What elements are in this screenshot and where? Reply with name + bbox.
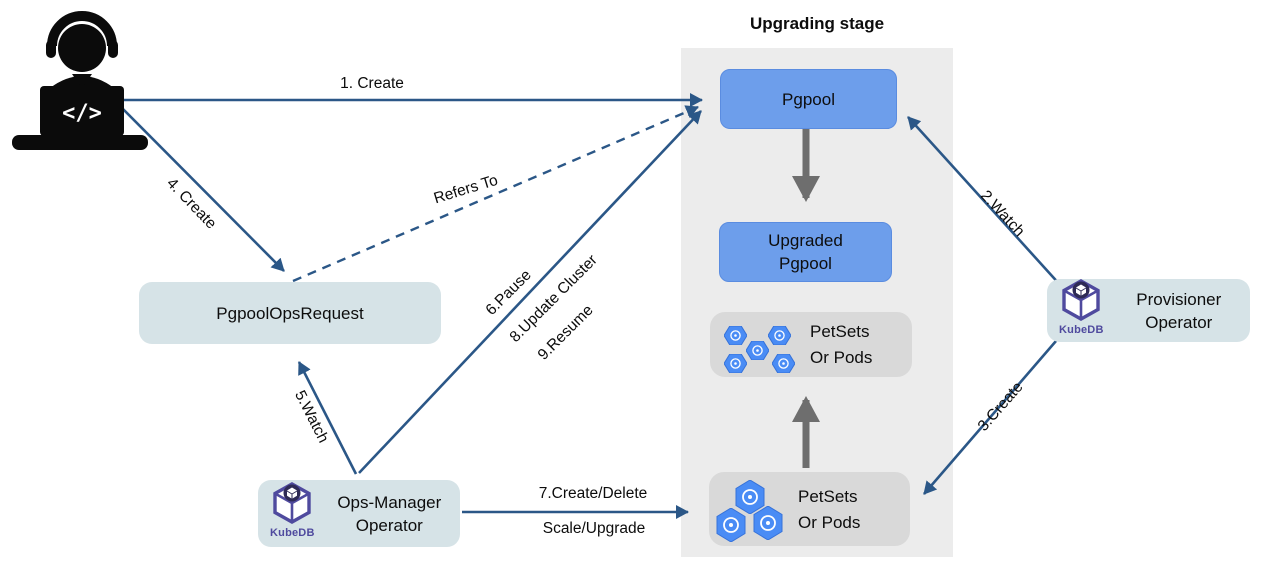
ops-manager-line2: Operator [355, 515, 423, 535]
petsets-pods-upper-box: PetSets Or Pods [710, 312, 912, 377]
pgpool-ops-request-box: PgpoolOpsRequest [139, 282, 441, 344]
petsets-pods-lower-box: PetSets Or Pods [709, 472, 910, 546]
arrow-refers-to [292, 105, 699, 283]
petsets-lower-line2: Or Pods [798, 513, 861, 532]
edge-label-5-watch: 5.Watch [291, 387, 332, 446]
pod-icon [753, 506, 783, 540]
edge-label-2-watch: 2.Watch [976, 187, 1028, 241]
upgraded-pgpool-line2: Pgpool [779, 254, 832, 273]
pod-icon [724, 326, 747, 345]
provisioner-line2: Operator [1145, 312, 1213, 332]
upgraded-pgpool-box: Upgraded Pgpool [719, 222, 892, 282]
edge-label-7-create-delete: 7.Create/Delete [538, 485, 648, 502]
edge-label-7-scale-upgrade: Scale/Upgrade [542, 520, 646, 537]
edge-label-3-create: 3.Create [974, 378, 1027, 435]
kubedb-cube-icon [273, 482, 311, 524]
pod-icon [768, 326, 791, 345]
developer-user-icon: </> [12, 11, 148, 150]
petsets-upper-label: PetSets Or Pods [810, 319, 872, 371]
upgraded-pgpool-label: Upgraded Pgpool [768, 229, 843, 275]
svg-text:</>: </> [62, 101, 102, 126]
edge-label-1-create: 1. Create [340, 75, 404, 92]
pgpool-ops-request-label: PgpoolOpsRequest [216, 303, 364, 323]
petsets-lower-line1: PetSets [798, 487, 858, 506]
pod-icon [735, 480, 765, 514]
petsets-lower-label: PetSets Or Pods [798, 484, 860, 536]
edge-label-refers-to: Refers To [431, 171, 500, 208]
provisioner-operator-box: KubeDB Provisioner Operator [1047, 279, 1250, 342]
pod-icon [716, 508, 746, 542]
kubedb-logo: KubeDB [1059, 279, 1104, 342]
provisioner-operator-label: Provisioner Operator [1108, 288, 1250, 334]
edge-label-4-create: 4. Create [163, 174, 220, 233]
pgpool-box: Pgpool [720, 69, 897, 129]
kubedb-wordmark: KubeDB [1059, 324, 1104, 336]
kubedb-logo: KubeDB [270, 482, 315, 545]
pod-icon [724, 354, 747, 373]
ops-manager-operator-label: Ops-Manager Operator [319, 491, 460, 537]
petsets-upper-line2: Or Pods [810, 348, 873, 367]
kubedb-wordmark: KubeDB [270, 527, 315, 539]
upgraded-pgpool-line1: Upgraded [768, 231, 843, 250]
upgrading-stage-title: Upgrading stage [749, 14, 885, 33]
petsets-upper-line1: PetSets [810, 322, 870, 341]
provisioner-line1: Provisioner [1136, 289, 1222, 309]
pod-icon [772, 354, 795, 373]
ops-manager-line1: Ops-Manager [337, 492, 442, 512]
pgpool-label: Pgpool [782, 89, 835, 109]
pod-icon [746, 341, 769, 360]
kubedb-cube-icon [1062, 279, 1100, 321]
ops-manager-operator-box: KubeDB Ops-Manager Operator [258, 480, 460, 547]
